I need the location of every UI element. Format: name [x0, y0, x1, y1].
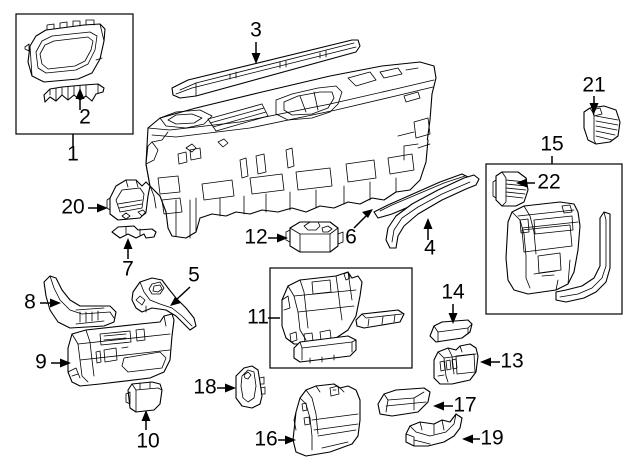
- callout-number-8: 8: [24, 291, 36, 314]
- part-console-trim-bracket-long: [555, 211, 611, 303]
- part-console-side-bracket: [131, 277, 197, 331]
- part-glove-box-lower-panel: [67, 313, 175, 387]
- part-console-box-assembly: [281, 271, 363, 345]
- part-center-cluster-finish-panel: [505, 201, 581, 295]
- callout-number-18: 18: [193, 376, 216, 399]
- callout-number-9: 9: [35, 351, 47, 374]
- callout-number-1: 1: [67, 143, 79, 166]
- callout-number-17: 17: [453, 394, 476, 417]
- callout-number-5: 5: [188, 264, 200, 287]
- callout-numbers: 1 2 3 4 5 6 7 8 9 10 11 12 13 14 15 16 1…: [24, 19, 606, 453]
- callout-number-6: 6: [345, 226, 357, 249]
- part-defroster-grille-upper-panel: [171, 39, 361, 99]
- callout-number-14: 14: [441, 281, 465, 304]
- callout-number-3: 3: [250, 19, 262, 42]
- callout-number-7: 7: [122, 258, 134, 281]
- callout-number-11: 11: [247, 306, 269, 329]
- callout-number-16: 16: [254, 428, 277, 451]
- group-box-part-1: [15, 13, 134, 135]
- part-cluster-lower-garnish: [43, 83, 105, 103]
- part-instrument-cluster-bezel: [24, 19, 106, 83]
- part-side-cover-plate: [235, 365, 266, 409]
- part-main-instrument-panel: [145, 61, 437, 239]
- part-side-air-vent-register: [583, 105, 621, 145]
- callout-number-19: 19: [480, 427, 503, 450]
- part-fuse-box-cover: [106, 179, 151, 221]
- part-cup-holder-insert: [285, 221, 344, 253]
- callout-number-2: 2: [79, 106, 91, 129]
- part-console-lid-upper: [355, 309, 405, 329]
- callout-number-21: 21: [582, 74, 605, 97]
- callout-number-20: 20: [61, 196, 84, 219]
- callout-leaders: [40, 42, 599, 445]
- part-console-bracket-small: [405, 413, 463, 447]
- group-box-part-15: [485, 163, 623, 315]
- callout-number-13: 13: [500, 350, 523, 373]
- part-side-trim-moulding-long: [385, 174, 480, 249]
- part-console-rear-end-panel: [292, 383, 361, 457]
- part-switch-panel-bezel: [433, 343, 479, 385]
- part-lower-cover-clip-plate: [111, 225, 157, 239]
- callout-number-22: 22: [537, 171, 560, 194]
- part-console-tray-mat: [377, 387, 431, 417]
- part-console-upper-garnish: [429, 319, 473, 343]
- callout-number-10: 10: [136, 430, 159, 453]
- callout-number-12: 12: [244, 226, 267, 249]
- callout-number-15: 15: [540, 133, 563, 156]
- part-small-pocket-cover: [125, 381, 163, 413]
- part-console-lid-lower: [293, 335, 357, 364]
- callout-number-4: 4: [424, 237, 436, 260]
- part-cowl-side-trim-left: [43, 275, 117, 329]
- part-center-air-vent-register: [492, 171, 529, 207]
